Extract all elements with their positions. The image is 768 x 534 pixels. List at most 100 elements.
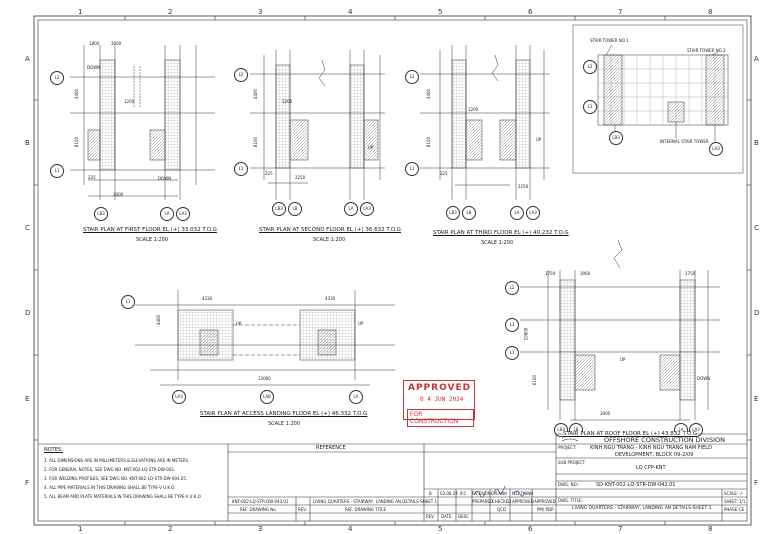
revision-approved-name: N.D.THINH xyxy=(512,491,534,496)
title-phase-val: CE xyxy=(739,507,745,512)
dim-3000-first-b: 3000 xyxy=(113,192,124,197)
reference-drawing-title: LIVING QUARTERS - STAIRWAY, LANDING AN D… xyxy=(313,499,438,504)
title-dwg-title-label: DWG. TITLE: xyxy=(558,498,583,503)
down-label-first-b: DOWN xyxy=(158,176,172,181)
title-dwg-no-label: DWG. NO.: xyxy=(558,482,580,487)
grid-bubble-roof-l2: L2 xyxy=(505,281,519,295)
grid-bubble-third-lb: LB xyxy=(462,206,476,220)
revision-h-approved: APPROVED xyxy=(512,499,534,504)
notes-heading: NOTES: xyxy=(44,447,63,453)
key-plan-stair-tower-1: STAIR TOWER NO.1 xyxy=(590,38,629,43)
dim-1750-roof: 1750 xyxy=(545,271,556,276)
title-sub-project-label: SUB PROJECT: xyxy=(558,460,586,465)
col-number-3-bottom: 3 xyxy=(258,525,263,533)
row-letter-c: C xyxy=(25,224,30,232)
stamp-approved-text: APPROVED xyxy=(408,383,472,393)
revision-h-approved-2: APPROVED xyxy=(534,499,556,504)
row-letter-d: D xyxy=(25,309,31,317)
dim-1200-first: 1200 xyxy=(124,99,135,104)
grid-bubble-access-la3: LA3 xyxy=(172,390,186,404)
title-project-line-1: KINH NGU TRANG - KINH NGU TRANG NAM FIEL… xyxy=(590,445,712,451)
up-label-access-b: UP xyxy=(358,321,364,326)
grid-bubble-roof-lb3: LB3 xyxy=(554,423,568,437)
access-landing-plan xyxy=(135,290,395,386)
revision-pm: PM/ PDP xyxy=(537,507,554,512)
col-number-7: 7 xyxy=(618,8,623,16)
grid-bubble-first-la3: LA3 xyxy=(176,207,190,221)
stamp-for-construction: FOR CONSTRUCTION xyxy=(407,409,474,427)
grid-bubble-first-l2: L2 xyxy=(50,71,64,85)
grid-bubble-key-lb3: LB3 xyxy=(609,131,623,145)
note-2: 2. FOR GENERAL NOTES, SEE DWG NO. KNT-00… xyxy=(44,467,175,472)
grid-bubble-third-l2: L2 xyxy=(405,70,419,84)
revision-h-rev: REV. xyxy=(426,514,435,519)
col-number-3: 3 xyxy=(258,8,263,16)
stamp-date: 0 4 JUN 2024 xyxy=(420,396,464,403)
caption-first-floor: STAIR PLAN AT FIRST FLOOR EL (+) 33.032 … xyxy=(83,227,217,233)
dim-4400-second: 4400 xyxy=(253,88,259,100)
grid-bubble-access-lab: LAB xyxy=(260,390,274,404)
col-number-4: 4 xyxy=(348,8,353,16)
revision-h-checked: CHECKED xyxy=(492,499,512,504)
dim-13000-access: 13000 xyxy=(258,376,271,381)
dim-2250-third: 2250 xyxy=(518,184,529,189)
col-number-5-bottom: 5 xyxy=(438,525,443,533)
row-letter-f: F xyxy=(25,479,30,487)
key-plan xyxy=(572,24,744,174)
grid-bubble-second-lb3: LB3 xyxy=(272,202,286,216)
dim-1200-second: 1200 xyxy=(282,99,293,104)
grid-bubble-third-la3: LA3 xyxy=(526,206,540,220)
col-number-1-bottom: 1 xyxy=(78,525,83,533)
reference-header: REFERENCE xyxy=(316,445,346,451)
col-number-2: 2 xyxy=(168,8,173,16)
row-letter-b: B xyxy=(25,139,30,147)
third-floor-plan xyxy=(420,45,550,200)
grid-bubble-access-l1: L1 xyxy=(121,295,135,309)
title-division: OFFSHORE CONSTRUCTION DIVISION xyxy=(604,436,725,444)
second-floor-plan xyxy=(250,50,385,200)
grid-bubble-access-la: LA xyxy=(349,390,363,404)
row-letter-a: A xyxy=(25,55,30,63)
col-number-5: 5 xyxy=(438,8,443,16)
dim-1750-roof-b: 1750 xyxy=(685,271,696,276)
up-label-second: UP xyxy=(368,145,374,150)
revision-h-desc: DESC xyxy=(458,514,469,519)
row-letter-a-right: A xyxy=(754,55,759,63)
col-number-4-bottom: 4 xyxy=(348,525,353,533)
caption-access-landing: STAIR PLAN AT ACCESS LANDING FLOOR EL (+… xyxy=(200,411,368,417)
reference-drawing-no: KNT-002-LQ-STR-DW-043.01 xyxy=(232,499,289,504)
title-project-label: PROJECT: xyxy=(558,445,577,450)
dim-4400-access: 4400 xyxy=(156,314,162,326)
caption-second-floor: STAIR PLAN AT SECOND FLOOR EL (+) 36.632… xyxy=(259,227,401,233)
dim-4400-first: 4400 xyxy=(74,88,80,100)
grid-bubble-third-l1: L1 xyxy=(405,162,419,176)
row-letter-c-right: C xyxy=(754,224,759,232)
key-plan-internal-stair: INTERNAL STAIR TOWER xyxy=(660,139,709,144)
col-number-7-bottom: 7 xyxy=(618,525,623,533)
dim-3060-roof: 3060 xyxy=(580,271,591,276)
grid-bubble-second-la: LA xyxy=(344,202,358,216)
title-sub-project: LQ CPP-KNT xyxy=(636,465,666,471)
caption-third-floor: STAIR PLAN AT THIRD FLOOR EL (+) 40.232 … xyxy=(433,230,569,236)
key-plan-stair-tower-2: STAIR TOWER NO.2 xyxy=(687,48,726,53)
revision-h-prepared: PREPARED xyxy=(472,499,493,504)
grid-bubble-second-lb: LB xyxy=(288,202,302,216)
grid-bubble-second-l2: L2 xyxy=(234,68,248,82)
dim-4330-access: 4330 xyxy=(202,296,213,301)
reference-col-ref-no: REF. DRAWING No. xyxy=(240,507,277,512)
col-number-8-bottom: 8 xyxy=(708,525,713,533)
roof-floor-plan xyxy=(520,239,720,421)
caption-roof-floor: STAIR PLAN AT ROOF FLOOR EL (+) 43.832 T… xyxy=(563,431,698,438)
col-number-6-bottom: 6 xyxy=(528,525,533,533)
title-scale-label: SCALE: xyxy=(724,491,739,496)
title-dwg-title: LIVING QUARTERS - STAIRWAY, LANDING AN D… xyxy=(572,506,712,511)
dim-1800-first: 1800 xyxy=(89,41,100,46)
title-dwg-no: SD-KNT-002-LQ-STR-DW-042.01 xyxy=(596,482,676,488)
dim-2250-second: 2250 xyxy=(295,175,306,180)
note-4: 4. ALL PIPE MATERIALS IN THIS DRAWING SH… xyxy=(44,485,175,490)
grid-bubble-second-l1: L1 xyxy=(234,162,248,176)
scale-access-landing: SCALE 1:200 xyxy=(268,421,301,427)
signature-marks xyxy=(473,485,526,498)
grid-bubble-key-la3: LA3 xyxy=(709,142,723,156)
reference-col-rev: REV. xyxy=(298,507,307,512)
